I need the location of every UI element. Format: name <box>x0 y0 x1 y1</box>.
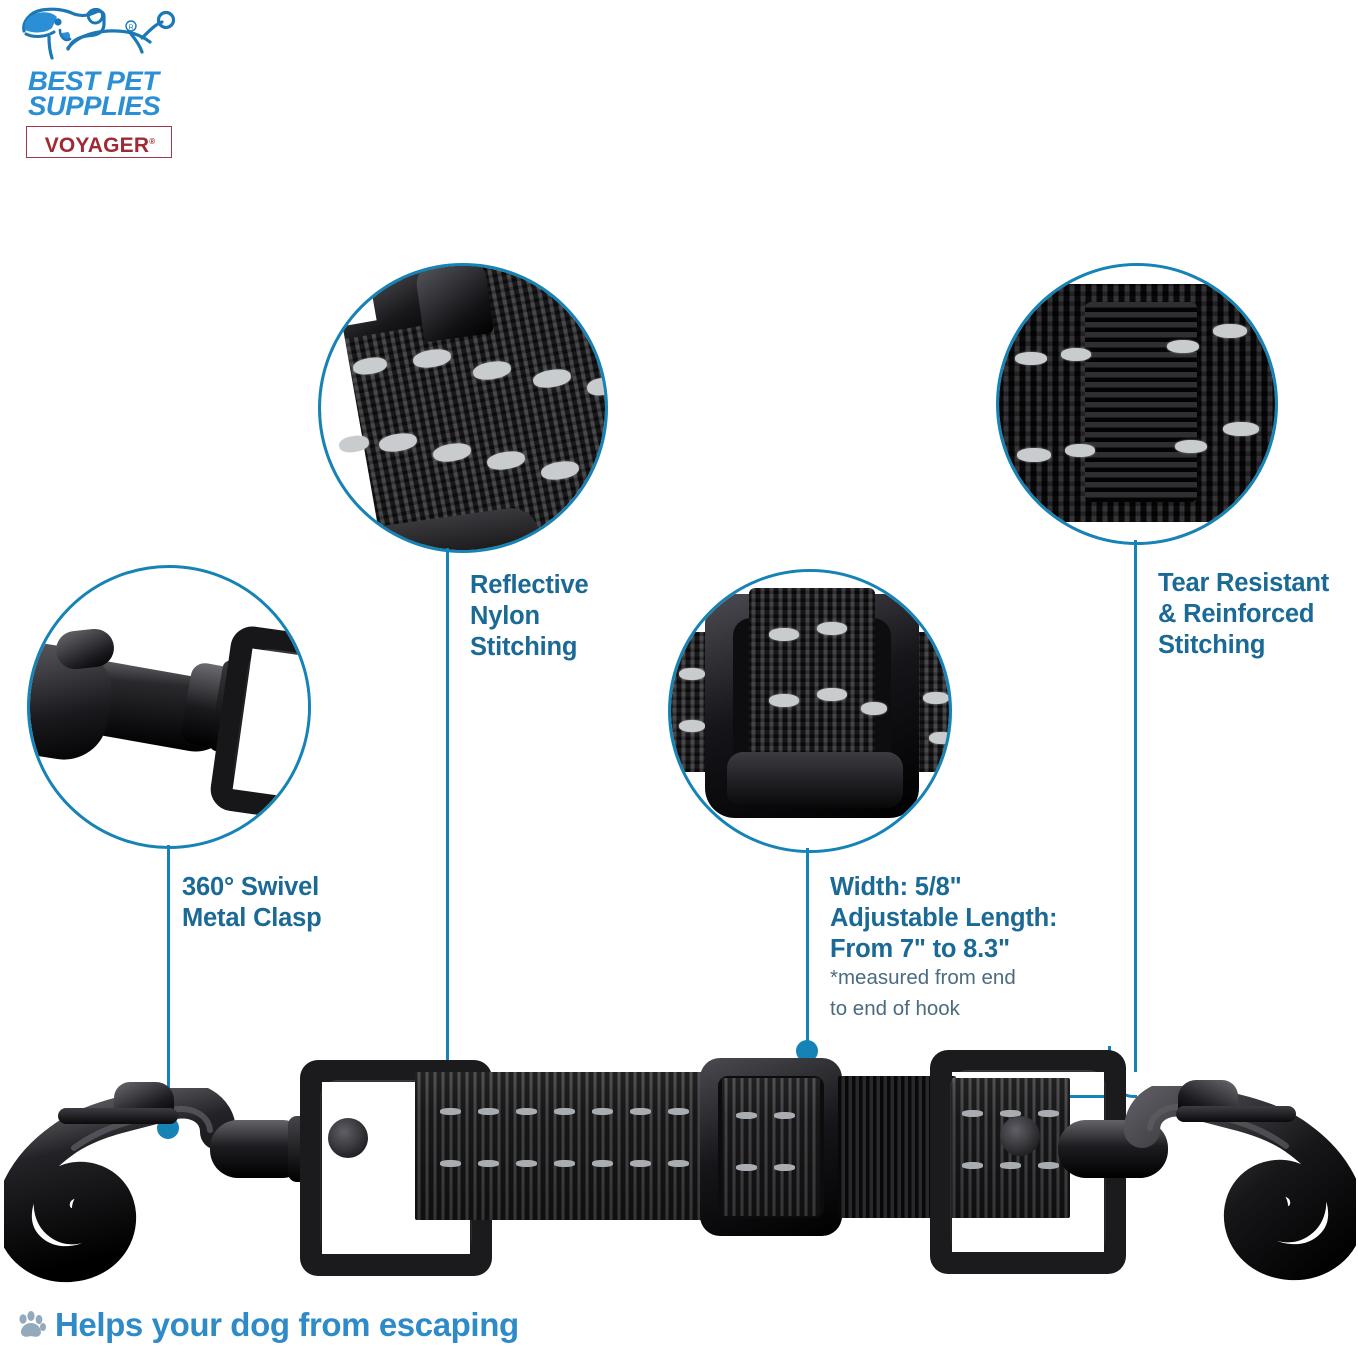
sub-brand-text: VOYAGER <box>44 134 150 157</box>
reflective-dash <box>774 1164 795 1171</box>
reflective-dash <box>516 1108 537 1115</box>
callout-photo-reinforced <box>999 266 1275 542</box>
callout-photo-buckle <box>671 572 949 850</box>
reflective-dash <box>478 1108 499 1115</box>
callout-label-tear-resistant: Tear Resistant & Reinforced Stitching <box>1158 569 1330 659</box>
left-hook-gate <box>58 1108 178 1124</box>
left-swivel-rivet <box>328 1118 368 1158</box>
brand-logo: R BEST PET SUPPLIES VOYAGER® <box>10 4 185 164</box>
reflective-dash <box>592 1108 613 1115</box>
reflective-dash <box>962 1110 983 1117</box>
callout-image-reflective-nylon-stitching <box>318 263 608 553</box>
svg-text:R: R <box>128 25 133 32</box>
strap-segment-left <box>415 1072 705 1220</box>
reflective-dash <box>630 1160 651 1167</box>
right-swivel-rivet <box>1000 1116 1040 1156</box>
reflective-dash <box>554 1160 575 1167</box>
reflective-dash <box>1038 1110 1059 1117</box>
callout-photo-reflective <box>321 266 605 550</box>
leader-line-width <box>806 848 809 1090</box>
callout-label-swivel-metal-clasp: 360° Swivel Metal Clasp <box>182 873 322 932</box>
reflective-dash <box>774 1112 795 1119</box>
reflective-dash <box>516 1160 537 1167</box>
callout-note-measured: *measured from end to end of hook <box>830 966 1016 1020</box>
dog-logo-icon: R <box>22 7 176 60</box>
callout-label-width-length: Width: 5/8" Adjustable Length: From 7" t… <box>830 873 1058 963</box>
callout-photo-clasp <box>30 568 308 846</box>
callout-label-reflective-nylon-stitching: Reflective Nylon Stitching <box>470 571 589 661</box>
reflective-dash <box>1000 1162 1021 1169</box>
footer-tagline: Helps your dog from escaping <box>16 1300 519 1350</box>
sub-brand-box: VOYAGER® <box>26 126 172 158</box>
reflective-dash <box>1000 1110 1021 1117</box>
registered-mark: ® <box>149 137 156 146</box>
reflective-dash <box>962 1162 983 1169</box>
reflective-dash <box>1038 1162 1059 1169</box>
callout-image-tear-resistant-stitching <box>996 263 1278 545</box>
reflective-dash <box>630 1108 651 1115</box>
reflective-dash <box>554 1108 575 1115</box>
reflective-dash <box>592 1160 613 1167</box>
right-hook-gate <box>1176 1106 1296 1122</box>
reflective-dash <box>736 1164 757 1171</box>
leader-line-reflective <box>446 548 449 1082</box>
leader-line-tear-resistant <box>1134 540 1137 1072</box>
brand-name-line2: SUPPLIES <box>28 91 161 121</box>
leader-dot-width <box>796 1040 818 1062</box>
reflective-dash <box>440 1108 461 1115</box>
footer-tagline-text: Helps your dog from escaping <box>55 1306 519 1343</box>
sub-brand-name: VOYAGER® <box>27 127 173 157</box>
reflective-dash <box>478 1160 499 1167</box>
leader-line-clasp <box>167 845 170 1132</box>
strap-segment-right-2 <box>950 1078 1070 1218</box>
paw-print-icon <box>19 1311 46 1337</box>
reflective-dash <box>440 1160 461 1167</box>
reflective-dash <box>736 1112 757 1119</box>
reflective-dash <box>668 1108 689 1115</box>
strap-through-buckle <box>722 1078 820 1216</box>
callout-image-swivel-metal-clasp <box>27 565 311 849</box>
callout-image-adjustable-buckle <box>668 569 952 853</box>
brand-name-line1: BEST PET <box>28 66 159 96</box>
product-photo-leash-coupler <box>0 1020 1358 1290</box>
reflective-dash <box>668 1160 689 1167</box>
